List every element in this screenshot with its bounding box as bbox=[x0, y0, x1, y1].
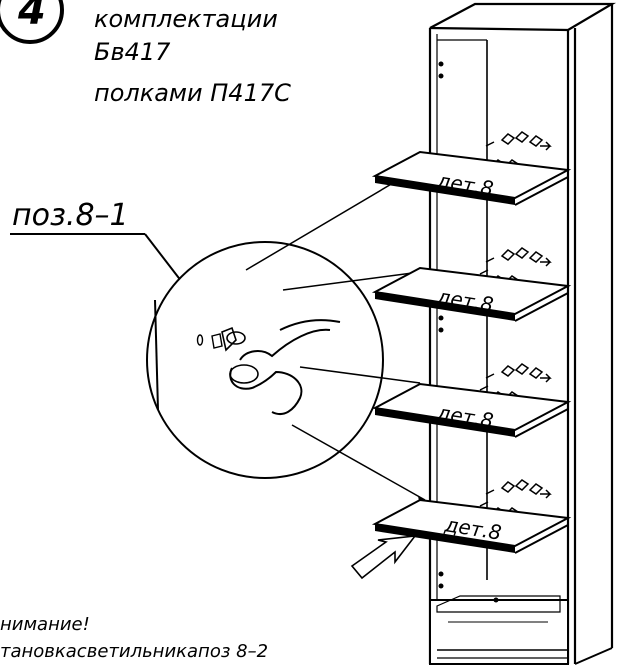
detail-magnifier bbox=[146, 241, 384, 479]
position-label: поз.8–1 bbox=[12, 198, 129, 233]
shelf-4 bbox=[371, 498, 572, 554]
step-number-circle bbox=[0, 0, 64, 44]
step-number: 4 bbox=[17, 0, 46, 34]
insertion-arrow-icon bbox=[350, 535, 417, 580]
shelf-3 bbox=[371, 382, 572, 438]
note-text: тановкасветильникапоз 8–2 bbox=[0, 641, 268, 662]
shelf-1 bbox=[371, 150, 572, 206]
shelf-2 bbox=[371, 266, 572, 322]
step-caption-line-2: Бв417 bbox=[94, 38, 171, 66]
step-caption-line-3: полками П417С bbox=[94, 79, 291, 107]
note-title: нимание! bbox=[0, 614, 90, 635]
step-caption-line-1: комплектации bbox=[94, 5, 278, 33]
dowel-holes bbox=[438, 61, 499, 603]
cabinet bbox=[428, 2, 617, 665]
